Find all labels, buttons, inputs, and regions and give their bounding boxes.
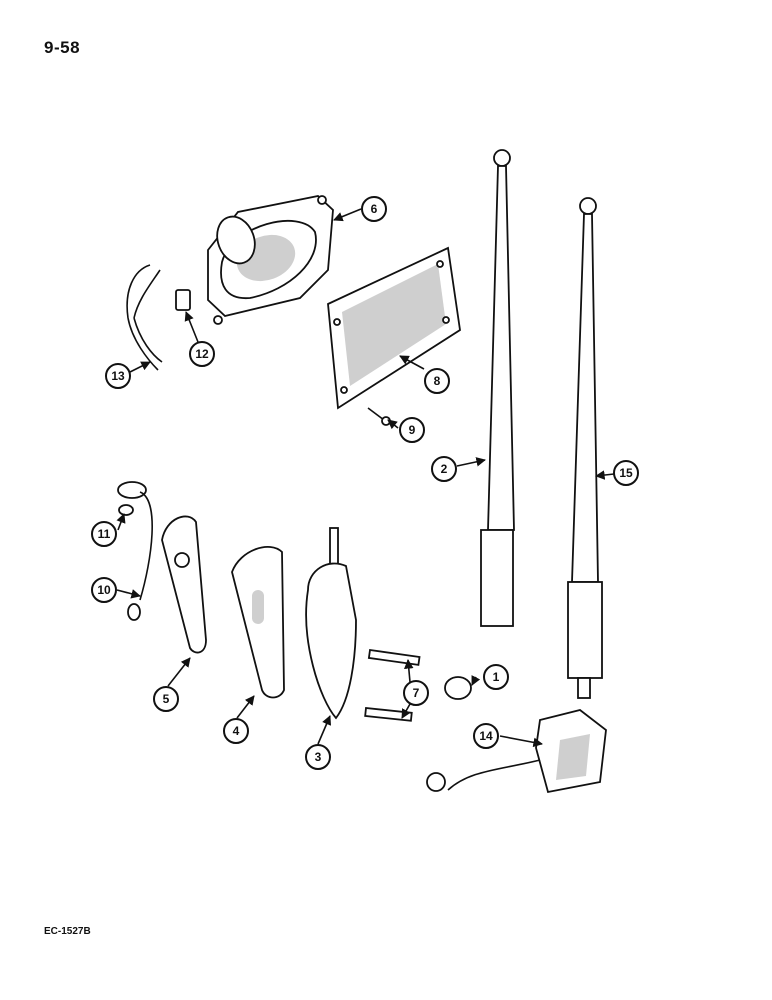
callout-8: 8 (424, 368, 450, 394)
svg-text:4: 4 (233, 724, 240, 738)
callout-5: 5 (153, 686, 179, 712)
svg-text:9: 9 (409, 423, 416, 437)
callout-1: 1 (483, 664, 509, 690)
svg-text:15: 15 (619, 466, 633, 480)
callout-6: 6 (361, 196, 387, 222)
plate-part (161, 515, 207, 654)
svg-text:14: 14 (479, 729, 493, 743)
callout-15: 15 (613, 460, 639, 486)
callout-11: 11 (91, 521, 117, 547)
ground-strap-part (117, 481, 153, 621)
speaker-part (207, 195, 334, 325)
callout-3: 3 (305, 744, 331, 770)
gasket-part (231, 546, 285, 699)
callout-7: 7 (403, 680, 429, 706)
figure-code: EC-1527B (44, 926, 91, 937)
svg-text:12: 12 (195, 347, 209, 361)
svg-text:3: 3 (315, 750, 322, 764)
antenna-base-part (426, 709, 607, 794)
svg-text:10: 10 (97, 583, 111, 597)
cap-part (444, 676, 472, 700)
clip-part (175, 289, 191, 311)
screw-part (367, 407, 391, 426)
callout-10: 10 (91, 577, 117, 603)
svg-text:11: 11 (98, 527, 111, 541)
antenna-mast-part (480, 149, 515, 627)
speaker-grille-part (327, 246, 461, 410)
callout-12: 12 (189, 341, 215, 367)
svg-text:7: 7 (413, 686, 420, 700)
svg-text:8: 8 (434, 374, 441, 388)
wire-harness-part (126, 264, 163, 371)
svg-text:6: 6 (371, 202, 378, 216)
svg-text:13: 13 (111, 369, 125, 383)
page-number: 9-58 (44, 38, 81, 57)
svg-text:1: 1 (493, 670, 500, 684)
callout-14: 14 (473, 723, 499, 749)
callout-4: 4 (223, 718, 249, 744)
antenna-body-part (305, 527, 357, 720)
svg-text:5: 5 (163, 692, 170, 706)
leader-lines (116, 208, 615, 748)
antenna-mast-alt-part (567, 197, 603, 699)
svg-text:2: 2 (441, 462, 448, 476)
callout-13: 13 (105, 363, 131, 389)
callout-9: 9 (399, 417, 425, 443)
callout-2: 2 (431, 456, 457, 482)
